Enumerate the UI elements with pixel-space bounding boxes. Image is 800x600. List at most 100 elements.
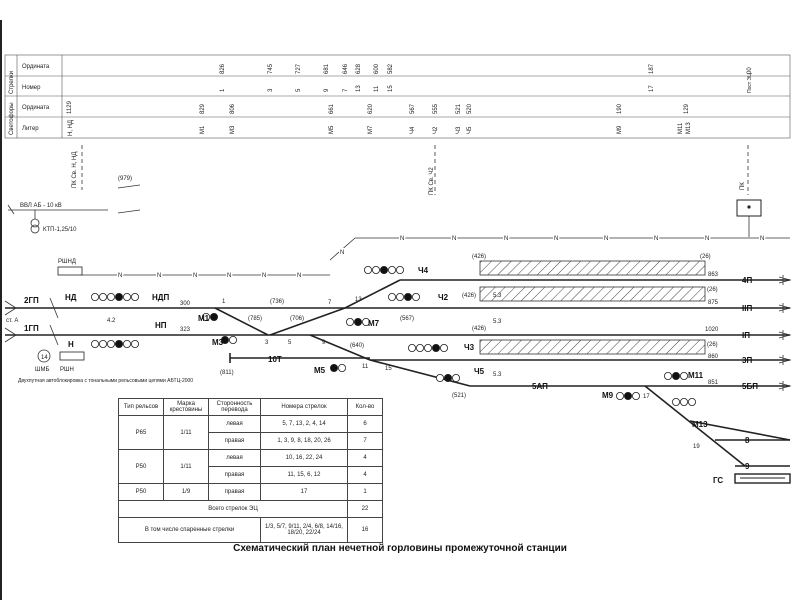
- n-marker: N: [554, 236, 558, 242]
- signal-m9: М9: [602, 391, 614, 400]
- cell: М3: [230, 125, 236, 134]
- n521: (521): [452, 393, 466, 399]
- cell: 646: [343, 63, 349, 74]
- track-length: 19: [693, 444, 700, 450]
- signal-m3: М3: [212, 338, 224, 347]
- signal-heads: [91, 265, 697, 406]
- platform: [479, 339, 706, 355]
- switch-15: 15: [385, 366, 392, 372]
- legend-cell: 1: [347, 483, 383, 501]
- signal-lamp: [99, 292, 108, 301]
- legend-total-label: Всего стрелок ЭЦ: [118, 500, 348, 518]
- track-name-8: 8: [745, 436, 750, 445]
- cell: Ч2: [433, 126, 439, 134]
- cell: М13: [686, 122, 692, 134]
- group-label-signals: Светофоры: [9, 102, 15, 135]
- track-length: 875: [708, 300, 719, 306]
- signal-lamp: [209, 312, 218, 321]
- signal-lamp: [379, 265, 388, 274]
- cell: Ч5: [467, 126, 473, 134]
- switch-3: 3: [265, 340, 269, 346]
- signal-lamp: [337, 363, 346, 372]
- signal-ch5: Ч5: [474, 367, 485, 376]
- legend-header: Номера стрелок: [260, 398, 348, 416]
- track-name-1p: IП: [742, 331, 750, 340]
- signal-np: НП: [155, 321, 167, 330]
- cell: 1129: [67, 100, 73, 114]
- signal-lamp: [664, 371, 673, 380]
- n-marker: N: [705, 236, 709, 242]
- cell: Ч4: [410, 126, 416, 134]
- signal-lamp: [443, 373, 452, 382]
- cell: М5: [329, 125, 335, 134]
- cell: 00: [747, 67, 753, 74]
- n-marker: N: [193, 273, 197, 279]
- signal-lamp: [672, 397, 681, 406]
- legend-cell: правая: [208, 466, 261, 484]
- n706: (706): [290, 316, 304, 322]
- cell: 190: [617, 103, 623, 114]
- row-label: Номер: [22, 85, 41, 91]
- signal-lamp: [107, 339, 116, 348]
- cell: 620: [368, 103, 374, 114]
- legend-cell: правая: [208, 483, 261, 501]
- track-name-4p: 4П: [742, 276, 752, 285]
- cell: 9: [324, 88, 330, 92]
- legend-paired-label: В том числе спаренные стрелки: [118, 517, 261, 543]
- signal-lamp: [363, 265, 372, 274]
- signal-lamp: [439, 343, 448, 352]
- pk-label-1: ПК Св. Н, НД: [72, 152, 78, 188]
- signal-m13: М13: [692, 420, 708, 429]
- legend-cell: Р50: [118, 483, 164, 501]
- cell: Пост ЭЦ: [747, 73, 753, 93]
- legend-paired-count: 16: [347, 517, 383, 543]
- legend-header: Марка крестовины: [163, 398, 209, 416]
- track-value: 5.3: [493, 293, 502, 299]
- auto-block-note: Двухпутная автоблокировка с тональными р…: [18, 378, 193, 384]
- signal-lamp: [680, 371, 689, 380]
- switch-13: 13: [355, 297, 362, 303]
- track-2gp: 2ГП: [24, 296, 39, 305]
- legend-cell: Р65: [118, 415, 164, 450]
- signal-lamp: [371, 265, 380, 274]
- cell: 13: [356, 85, 362, 92]
- track-length: 1020: [705, 327, 719, 333]
- station-a: ст. А: [6, 318, 18, 324]
- signal-lamp: [345, 317, 354, 326]
- platform: [479, 260, 706, 276]
- n-marker: N: [760, 236, 764, 242]
- legend-paired-values: 1/3, 5/7, 9/11, 2/4, 6/8, 14/16, 18/20, …: [260, 517, 348, 543]
- signal-m5: М5: [314, 366, 326, 375]
- row-label: Литер: [22, 126, 39, 132]
- cell: 806: [230, 103, 236, 114]
- signal-m11: М11: [688, 371, 704, 380]
- track-value: (426): [472, 254, 486, 260]
- cell: М1: [200, 125, 206, 134]
- track-value: (26): [707, 342, 718, 348]
- signal-lamp: [130, 339, 139, 348]
- value-4-2: 4.2: [107, 318, 116, 324]
- signal-lamp: [361, 317, 370, 326]
- signal-m1: М1: [198, 314, 210, 323]
- track-1gp: 1ГП: [24, 324, 39, 333]
- gs-label: ГС: [713, 476, 723, 485]
- signal-lamp: [91, 339, 100, 348]
- tracks: [5, 279, 791, 484]
- signal-lamp: [688, 397, 697, 406]
- n785: (785): [248, 316, 262, 322]
- power-supply: ВВЛ АБ - 10 кВ КТП-1,25/10: [7, 203, 108, 234]
- cell: 129: [684, 103, 690, 114]
- signal-lamp: [387, 265, 396, 274]
- diagram-caption: Схематический план нечетной горловины пр…: [233, 543, 567, 554]
- cell: 681: [324, 63, 330, 74]
- legend-cell: 1/11: [163, 415, 209, 450]
- signal-lamp: [220, 335, 229, 344]
- signal-lamp: [353, 317, 362, 326]
- n-marker: N: [297, 273, 301, 279]
- signal-lamp: [395, 265, 404, 274]
- legend-cell: 7: [347, 432, 383, 450]
- n-marker: N: [400, 236, 404, 242]
- track-name-5ap: 5АП: [532, 382, 548, 391]
- signal-lamp: [115, 292, 124, 301]
- cell: Н, НД: [68, 120, 74, 136]
